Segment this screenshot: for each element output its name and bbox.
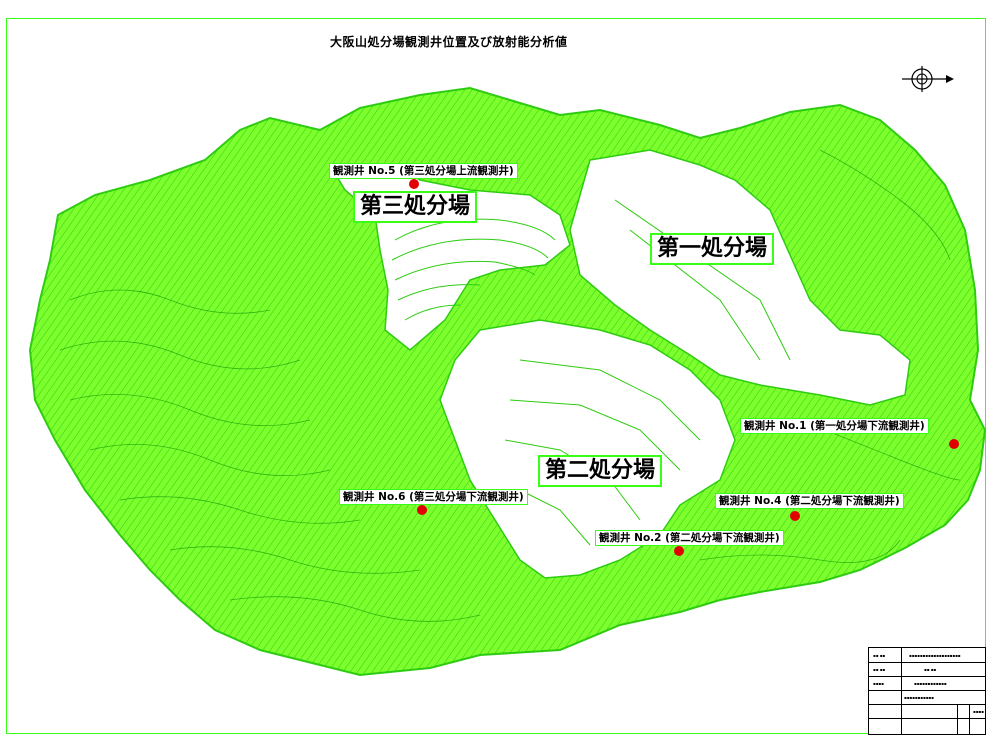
site-label-1: 第一処分場 [650, 233, 775, 265]
site-label-3: 第三処分場 [353, 191, 478, 223]
site-label-2: 第二処分場 [538, 455, 663, 487]
well-label-2: 観測井 No.2 (第二処分場下流観測井) [595, 530, 784, 546]
map-frame [6, 18, 986, 734]
drawing-title-block: ▪▪ ▪▪ ▪▪▪▪▪▪▪▪▪▪▪▪▪▪▪▪▪▪▪ ▪▪ ▪▪ ▪▪ ▪▪ ▪▪… [868, 647, 986, 735]
map-title: 大阪山処分場観測井位置及び放射能分析値 [330, 35, 568, 49]
terrace-lines [391, 199, 791, 546]
well-label-1: 観測井 No.1 (第一処分場下流観測井) [740, 418, 929, 434]
compass-north-icon [902, 64, 956, 98]
landfill-area-1 [569, 149, 911, 406]
well-marker-4[interactable] [790, 511, 800, 521]
well-marker-2[interactable] [674, 546, 684, 556]
well-label-5: 観測井 No.5 (第三処分場上流観測井) [329, 163, 518, 179]
well-label-4: 観測井 No.4 (第二処分場下流観測井) [715, 493, 904, 509]
well-marker-6[interactable] [417, 505, 427, 515]
well-label-6: 観測井 No.6 (第三処分場下流観測井) [339, 489, 528, 505]
landfill-area-2 [439, 319, 736, 579]
well-marker-1[interactable] [949, 439, 959, 449]
well-marker-5[interactable] [409, 179, 419, 189]
